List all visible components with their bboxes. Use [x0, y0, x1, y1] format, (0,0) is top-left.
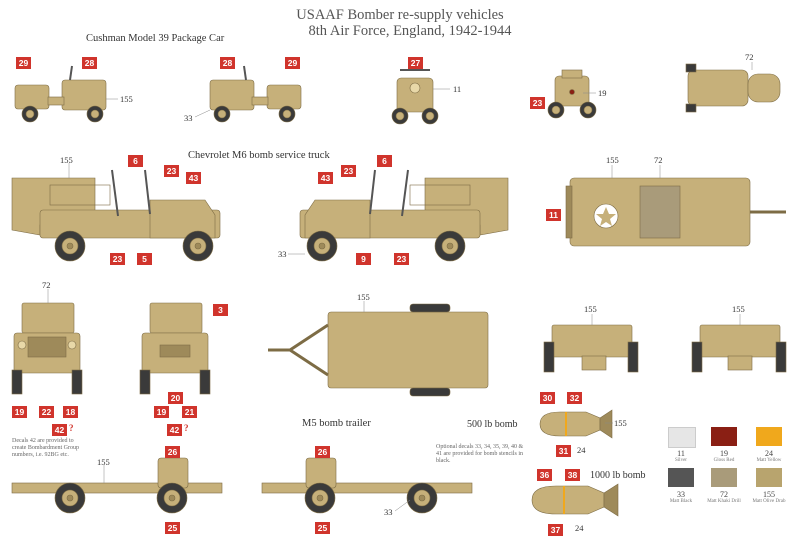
color-ref: 19 [598, 88, 607, 98]
decal-badge: 25 [315, 522, 330, 534]
color-ref: 155 [606, 155, 619, 165]
decal-badge: 42 [52, 424, 67, 436]
decal-badge: 23 [530, 97, 545, 109]
color-ref: 155 [120, 94, 133, 104]
chevrolet-side-left [11, 169, 221, 262]
m5-trailer-side-left [11, 457, 223, 514]
color-ref: 155 [614, 418, 627, 428]
color-ref: 24 [575, 523, 584, 533]
decal-badge: 19 [154, 406, 169, 418]
decal-badge: 23 [164, 165, 179, 177]
decal-badge: 30 [540, 392, 555, 404]
color-ref: 155 [732, 304, 745, 314]
decal-badge: 23 [110, 253, 125, 265]
decal-badge: 23 [394, 253, 409, 265]
m5-trailer-top [268, 303, 489, 397]
decal-badge: 42 [167, 424, 182, 436]
chevrolet-top [565, 177, 786, 247]
decal-badge: 28 [220, 57, 235, 69]
cushman-top [685, 63, 781, 113]
sheet-title: USAAF Bomber re-supply vehicles [296, 7, 504, 23]
color-ref: 155 [60, 155, 73, 165]
decal-badge: 22 [39, 406, 54, 418]
chevrolet-front [11, 302, 83, 395]
cushman-rear [547, 69, 597, 119]
color-ref: 72 [654, 155, 663, 165]
decal-badge: 11 [546, 209, 561, 221]
decal-badge: 28 [82, 57, 97, 69]
cushman-side-left [14, 65, 107, 123]
decal-badge: 26 [165, 446, 180, 458]
decal-badge: 27 [408, 57, 423, 69]
decal-badge: 29 [16, 57, 31, 69]
decal-badge: 23 [341, 165, 356, 177]
decal-badge: 20 [168, 392, 183, 404]
color-ref: 24 [577, 445, 586, 455]
bomb-1000lb [531, 483, 619, 517]
decal-badge: 43 [186, 172, 201, 184]
color-ref: 72 [745, 52, 754, 62]
decal-badge: 36 [537, 469, 552, 481]
decal-badge: 29 [285, 57, 300, 69]
bomb-500lb [539, 409, 613, 439]
caption-chevrolet: Chevrolet M6 bomb service truck [188, 150, 330, 161]
decal-badge: 21 [182, 406, 197, 418]
swatch-19 [711, 427, 737, 446]
decal-badge: 9 [356, 253, 371, 265]
decal-badge: 43 [318, 172, 333, 184]
swatch-155 [756, 468, 782, 487]
decal-badge: 6 [128, 155, 143, 167]
swatch-11 [668, 427, 696, 448]
decal-badge: 37 [548, 524, 563, 536]
color-ref: 33 [184, 113, 193, 123]
color-ref: 33 [384, 507, 393, 517]
decal-badge: 38 [565, 469, 580, 481]
color-ref: 72 [42, 280, 51, 290]
decal-badge: 25 [165, 522, 180, 534]
color-ref: 155 [97, 457, 110, 467]
decal-badge: 19 [12, 406, 27, 418]
color-ref: 11 [453, 84, 462, 94]
m5-trailer-rear [691, 324, 787, 373]
question-mark: ? [69, 423, 74, 433]
decal-badge: 5 [137, 253, 152, 265]
caption-500lb-bomb: 500 lb bomb [467, 419, 518, 430]
note-decals-42: Decals 42 are provided to create Bombard… [12, 438, 79, 458]
m5-trailer-front [543, 324, 639, 373]
m5-trailer-side-right [261, 457, 473, 514]
caption-trailer: M5 bomb trailer [302, 418, 371, 429]
swatch-72 [711, 468, 737, 487]
caption-cushman: Cushman Model 39 Package Car [86, 33, 225, 44]
decal-badge: 18 [63, 406, 78, 418]
swatch-33 [668, 468, 694, 487]
decal-badge: 26 [315, 446, 330, 458]
cushman-front [391, 69, 439, 125]
decal-badge: 6 [377, 155, 392, 167]
sheet-subtitle: 8th Air Force, England, 1942-1944 [308, 23, 512, 39]
decal-badge: 3 [213, 304, 228, 316]
color-ref: 155 [584, 304, 597, 314]
chevrolet-side-right [299, 169, 509, 262]
decal-badge: 31 [556, 445, 571, 457]
note-optional-decals: Optional decals 33, 34, 35, 39, 40 & 41 … [436, 444, 524, 464]
decal-badge: 32 [567, 392, 582, 404]
question-mark: ? [184, 423, 189, 433]
caption-1000lb-bomb: 1000 lb bomb [590, 470, 646, 481]
color-ref: 33 [278, 249, 287, 259]
color-ref: 155 [357, 292, 370, 302]
cushman-side-right [209, 65, 302, 123]
chevrolet-rear [139, 302, 211, 395]
swatch-24 [756, 427, 782, 446]
